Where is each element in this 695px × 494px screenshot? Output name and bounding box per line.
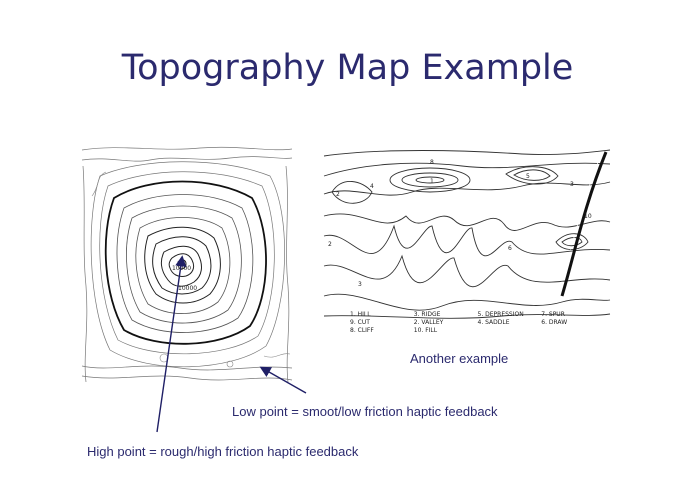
topographic-map-right: 1 2 4 8 5 3 10 2 3 6 <box>323 149 611 319</box>
legend-item: 10. FILL <box>413 327 438 334</box>
map-legend: 1. HILL 3. RIDGE 5. DEPRESSION 7. SPUR 9… <box>350 311 605 335</box>
contour-number: 4 <box>370 183 374 190</box>
contour-number: 5 <box>526 173 530 180</box>
caption-high-point: High point = rough/high friction haptic … <box>87 444 359 459</box>
legend-item: 3. RIDGE <box>413 311 441 318</box>
contour-number: 3 <box>570 181 574 188</box>
contour-number: 3 <box>358 281 362 288</box>
legend-item: 9. CUT <box>350 319 370 326</box>
legend-item: 5. DEPRESSION <box>477 311 524 318</box>
contour-label: 10000 <box>172 265 191 272</box>
contour-number: 2 <box>336 191 340 198</box>
legend-item: 6. DRAW <box>541 319 568 326</box>
slide-title: Topography Map Example <box>121 48 574 88</box>
contour-number: 6 <box>508 245 512 252</box>
contour-number: 2 <box>328 241 332 248</box>
contour-number: 1 <box>430 178 434 185</box>
topographic-map-left: 10000 10000 <box>81 146 293 383</box>
contour-number: 10 <box>584 213 592 220</box>
contour-label: 10000 <box>178 285 197 292</box>
legend-item: 7. SPUR <box>541 311 565 318</box>
caption-another-example: Another example <box>410 351 509 366</box>
caption-low-point: Low point = smoot/low friction haptic fe… <box>232 404 498 419</box>
legend-item: 1. HILL <box>350 311 371 318</box>
legend-item: 4. SADDLE <box>477 319 510 326</box>
legend-item: 2. VALLEY <box>413 319 444 326</box>
contour-number: 8 <box>430 159 434 166</box>
legend-item: 8. CLIFF <box>350 327 374 334</box>
